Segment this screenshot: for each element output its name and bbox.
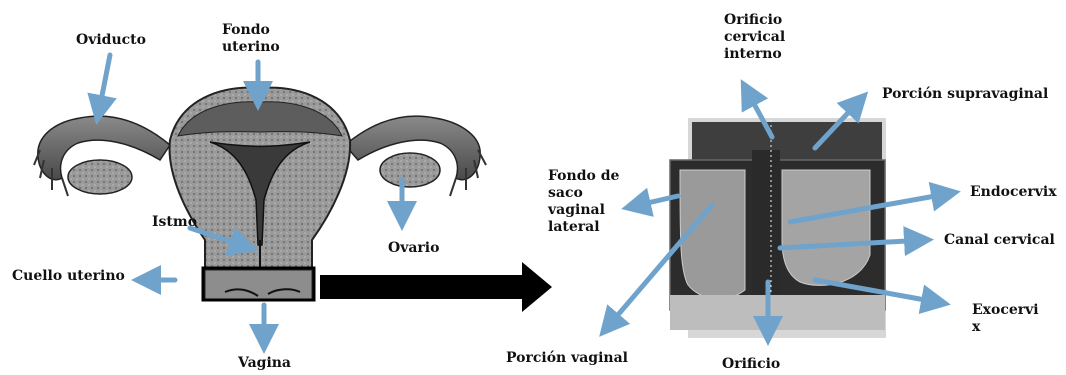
- label-fondo-de-saco: Fondo de saco vaginal lateral: [548, 168, 630, 236]
- left-ovary: [68, 160, 132, 194]
- cervix-photo: [670, 118, 886, 338]
- label-cuello-uterino: Cuello uterino: [12, 268, 125, 285]
- right-ovary: [380, 153, 440, 187]
- label-endocervix: Endocervix: [970, 184, 1057, 201]
- transition-arrow: [320, 262, 552, 312]
- label-orificio-cervical-interno: Orificio cervical interno: [724, 12, 796, 63]
- cervix-illustration: [205, 270, 312, 300]
- label-exocervix: Exocervi x: [972, 302, 1050, 336]
- label-oviducto: Oviducto: [76, 32, 146, 49]
- label-orificio: Orificio: [722, 356, 780, 373]
- label-fondo-uterino: Fondo uterino: [222, 22, 292, 56]
- label-istmo: Istmo: [152, 214, 197, 231]
- label-porcion-supravaginal: Porción supravaginal: [882, 86, 1048, 103]
- label-porcion-vaginal: Porción vaginal: [506, 350, 628, 367]
- label-canal-cervical: Canal cervical: [944, 232, 1055, 249]
- label-vagina: Vagina: [238, 355, 291, 372]
- arrow-oviducto: [98, 55, 110, 116]
- label-ovario: Ovario: [388, 240, 439, 257]
